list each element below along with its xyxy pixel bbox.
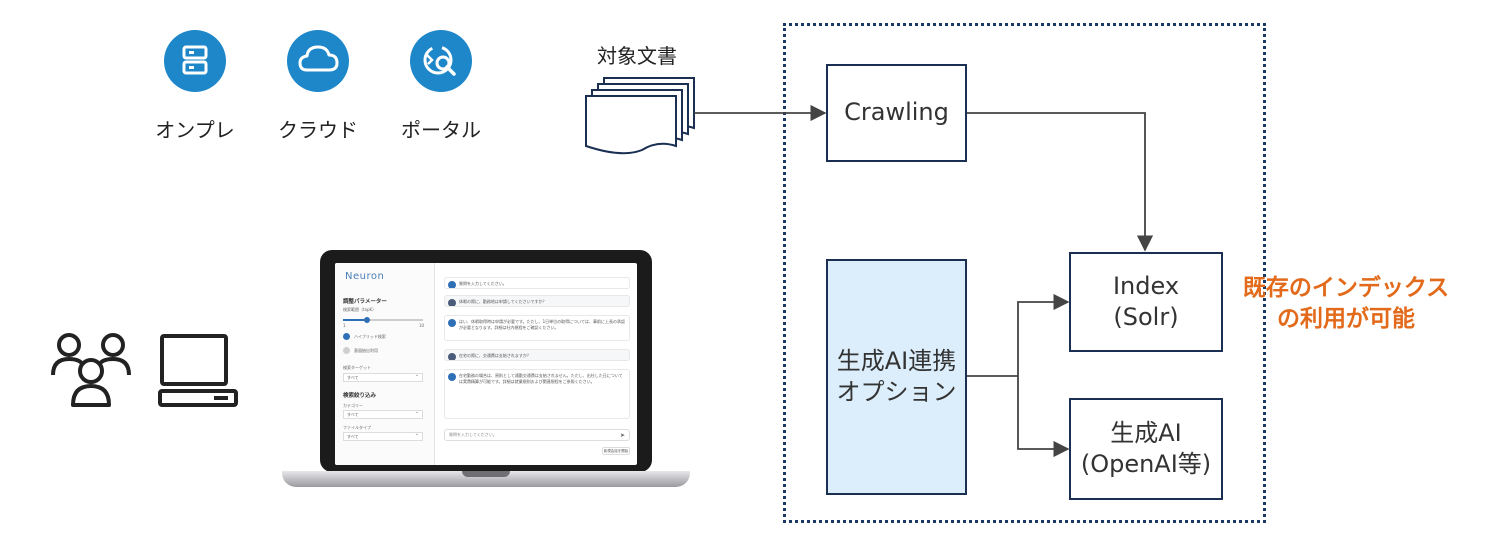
- hybrid-toggle[interactable]: [343, 333, 350, 340]
- terminal-icon: [158, 334, 238, 407]
- filter-title: 検索絞り込み: [343, 393, 377, 399]
- chat-message: 在宅の際に、交通費は支給されますか？: [444, 349, 630, 361]
- filetype-label: ファイルタイプ: [343, 425, 371, 430]
- category-select[interactable]: すべて: [343, 409, 423, 419]
- portal-search-icon: [410, 30, 472, 92]
- index-reuse-note: 既存のインデックス の利用が可能: [1242, 275, 1450, 333]
- system-boundary: [783, 23, 1266, 523]
- app-sidebar: Neuron 調整パラメーター 検索範囲（topK） 1 10 ハイブリッド検索…: [335, 263, 435, 465]
- filetype-select[interactable]: すべて: [343, 431, 423, 441]
- crawling-box: Crawling: [826, 64, 967, 162]
- cloud-icon: [287, 30, 349, 92]
- chat-message: はい、休暇取得時は申請が必要です。ただし、1日単位の取得については、事前に上長の…: [444, 315, 630, 341]
- document-stack-icon: [585, 77, 695, 155]
- laptop-base: [282, 471, 690, 487]
- topk-label: 検索範囲（topK）: [343, 307, 377, 312]
- send-icon[interactable]: ➤: [619, 432, 625, 439]
- chat-message: 質問を入力してください。: [444, 277, 630, 289]
- laptop-notch: [462, 471, 510, 477]
- chat-message: 休暇の際に、勤務地は申請してくださいですか？: [444, 295, 630, 307]
- rerank-toggle[interactable]: [343, 347, 350, 354]
- new-chat-button[interactable]: 新規会話を開始: [602, 447, 630, 455]
- genai-box: 生成AI (OpenAI等): [1069, 398, 1223, 500]
- deploy-label-onprem: オンプレ: [155, 118, 235, 142]
- onprem-icon: [164, 30, 226, 92]
- documents-label: 対象文書: [597, 44, 677, 68]
- chat-message: 在宅勤務の場合は、原則として通勤交通費は支給されません。ただし、出社した日につい…: [444, 369, 630, 419]
- hybrid-label: ハイブリッド検索: [354, 334, 386, 339]
- app-chat-panel: 質問を入力してください。 休暇の際に、勤務地は申請してくださいですか？ はい、休…: [436, 263, 637, 465]
- rerank-label: 意図抽出利用: [354, 348, 378, 353]
- app-logo: Neuron: [345, 271, 385, 282]
- laptop-screen: Neuron 調整パラメーター 検索範囲（topK） 1 10 ハイブリッド検索…: [335, 263, 637, 465]
- target-select[interactable]: すべて: [343, 372, 423, 382]
- target-label: 検索ターゲット: [343, 365, 371, 370]
- deploy-label-cloud: クラウド: [278, 118, 358, 142]
- topk-slider[interactable]: [343, 317, 423, 323]
- slider-min: 1: [343, 323, 346, 328]
- genai-option-box: 生成AI連携 オプション: [826, 259, 967, 495]
- index-box: Index (Solr): [1069, 252, 1223, 352]
- users-icon: [51, 333, 131, 407]
- category-label: カテゴリー: [343, 403, 363, 408]
- deploy-label-portal: ポータル: [401, 118, 481, 142]
- chat-input[interactable]: 質問を入力してください。➤: [444, 429, 630, 441]
- slider-max: 10: [419, 323, 425, 328]
- params-title: 調整パラメーター: [343, 299, 387, 305]
